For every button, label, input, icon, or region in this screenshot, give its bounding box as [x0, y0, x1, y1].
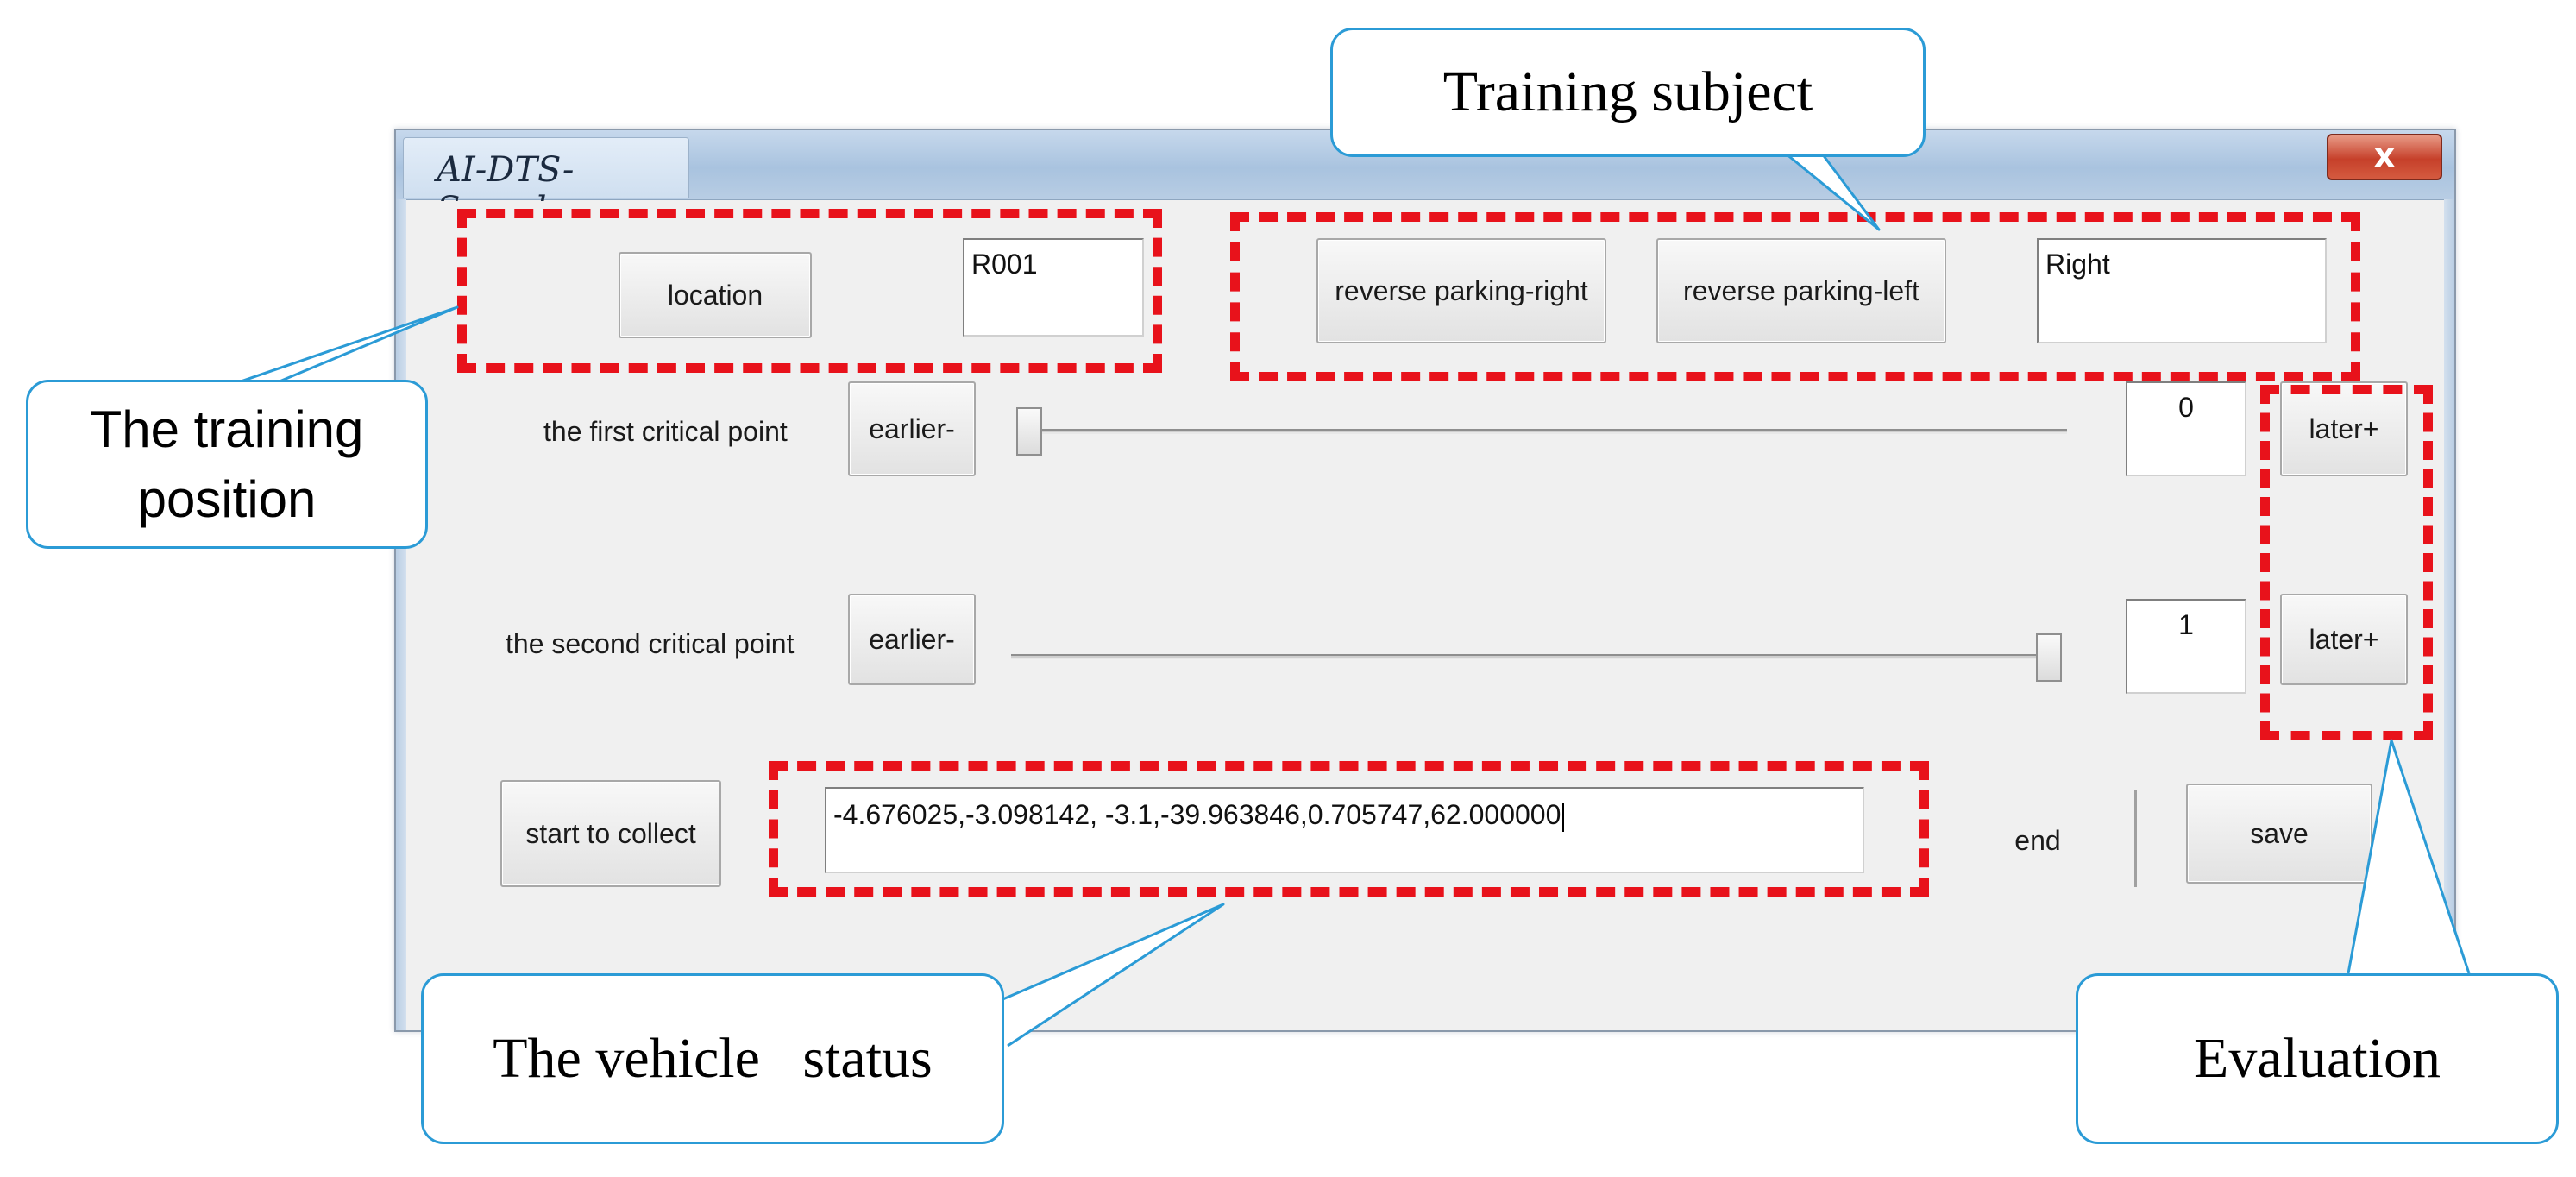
vehicle-status-callout: The vehicle status	[421, 973, 1004, 1144]
second-critical-slider-track[interactable]	[1011, 654, 2062, 659]
training-subject-callout: Training subject	[1330, 28, 1926, 157]
close-icon: x	[2373, 136, 2396, 174]
end-button[interactable]: end	[1945, 797, 2131, 884]
training-position-highlight	[457, 209, 1162, 373]
title-tab: AI-DTS-Sampler	[403, 137, 689, 230]
reverse-parking-right-button[interactable]: reverse parking-right	[1316, 238, 1606, 343]
first-earlier-label: earlier-	[869, 412, 955, 444]
separator	[2134, 790, 2137, 887]
training-position-callout-text: The training position	[90, 400, 364, 528]
training-subject-highlight	[1230, 212, 2360, 381]
reverse-parking-left-label: reverse parking-left	[1683, 274, 1919, 306]
vehicle-status-value: -4.676025,-3.098142, -3.1,-39.963846,0.7…	[833, 799, 1561, 830]
text-caret	[1562, 802, 1565, 832]
first-critical-slider-thumb[interactable]	[1016, 407, 1042, 456]
second-critical-value: 1	[2178, 609, 2194, 640]
reverse-parking-left-button[interactable]: reverse parking-left	[1656, 238, 1946, 343]
second-earlier-button[interactable]: earlier-	[848, 594, 976, 685]
close-button[interactable]: x	[2327, 134, 2442, 180]
window-border-right	[2444, 199, 2454, 1030]
evaluation-callout-text: Evaluation	[2194, 1027, 2441, 1091]
save-button[interactable]: save	[2186, 784, 2372, 884]
vehicle-status-callout-text: The vehicle status	[493, 1027, 933, 1091]
first-later-label: later+	[2309, 412, 2379, 444]
save-button-label: save	[2250, 817, 2309, 849]
training-position-callout: The training position	[26, 380, 428, 549]
window-border-left	[396, 199, 406, 1030]
start-to-collect-label: start to collect	[525, 817, 696, 849]
location-button-label: location	[667, 279, 763, 311]
start-to-collect-button[interactable]: start to collect	[500, 780, 721, 887]
reverse-parking-right-label: reverse parking-right	[1335, 274, 1588, 306]
first-critical-point-label: the first critical point	[543, 416, 788, 447]
evaluation-highlight	[2260, 385, 2433, 740]
first-later-button[interactable]: later+	[2280, 381, 2408, 476]
training-subject-callout-text: Training subject	[1442, 60, 1813, 124]
location-value: R001	[971, 249, 1038, 280]
location-button[interactable]: location	[619, 252, 812, 338]
first-critical-value-field[interactable]: 0	[2126, 381, 2246, 476]
evaluation-callout: Evaluation	[2076, 973, 2559, 1144]
subject-field[interactable]: Right	[2037, 238, 2327, 343]
second-later-button[interactable]: later+	[2280, 594, 2408, 685]
location-field[interactable]: R001	[963, 238, 1144, 337]
second-critical-value-field[interactable]: 1	[2126, 599, 2246, 694]
second-later-label: later+	[2309, 623, 2379, 655]
vehicle-status-highlight	[769, 761, 1929, 897]
second-critical-slider-thumb[interactable]	[2036, 633, 2062, 682]
second-earlier-label: earlier-	[869, 623, 955, 655]
end-button-label: end	[2014, 824, 2061, 856]
subject-value: Right	[2045, 249, 2110, 280]
first-critical-slider-track[interactable]	[1016, 429, 2067, 434]
first-earlier-button[interactable]: earlier-	[848, 381, 976, 476]
vehicle-status-field[interactable]: -4.676025,-3.098142, -3.1,-39.963846,0.7…	[825, 787, 1864, 873]
first-critical-value: 0	[2178, 392, 2194, 423]
second-critical-point-label: the second critical point	[506, 628, 795, 659]
